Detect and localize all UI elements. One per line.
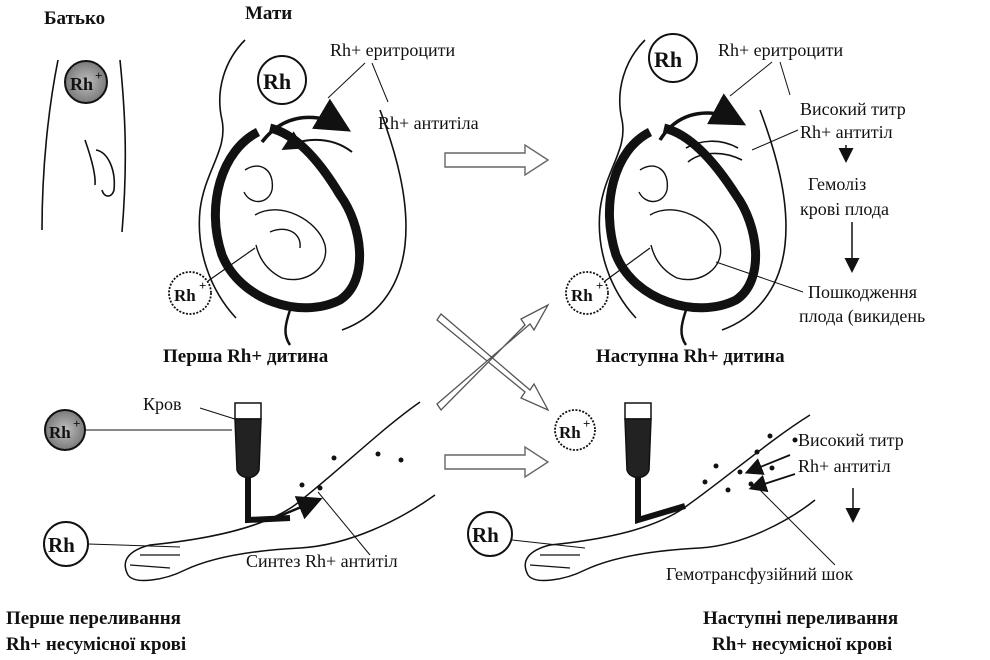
svg-text:Rh: Rh: [571, 286, 593, 305]
first-child-label: Перша Rh+ дитина: [163, 346, 329, 367]
right-shock-label: Гемотрансфузійний шок: [666, 564, 853, 584]
right-rbc-flow-arrow: [660, 113, 740, 140]
right-hemolysis-2: крові плода: [800, 199, 889, 219]
right-hemolysis-1: Гемоліз: [808, 174, 866, 194]
svg-text:Rh: Rh: [174, 286, 196, 305]
svg-text:Rh: Rh: [263, 69, 291, 94]
svg-text:Rh: Rh: [48, 533, 75, 557]
mother-right-figure: [599, 40, 786, 345]
mother-right-rh-neg-badge: Rh: [649, 34, 697, 82]
footer-left-line-2: Rh+ несумісної крові: [6, 634, 186, 655]
right-trans-high-titer-2: Rh+ антитіл: [798, 456, 891, 476]
svg-text:Rh: Rh: [472, 523, 499, 547]
left-synthesis-label: Синтез Rh+ антитіл: [246, 551, 398, 571]
svg-text:Rh: Rh: [49, 423, 71, 442]
right-blood-bag-icon: [625, 403, 685, 520]
next-child-label: Наступна Rh+ дитина: [596, 346, 785, 367]
father-label: Батько: [44, 8, 105, 29]
svg-text:+: +: [73, 416, 80, 431]
right-transfusion-rh-neg-badge: Rh: [468, 512, 512, 556]
svg-text:Rh: Rh: [70, 74, 93, 94]
left-synthesis-arrow: [270, 500, 318, 520]
mother-label: Мати: [245, 3, 292, 24]
right-damage-1: Пошкодження: [808, 282, 917, 302]
right-transfusion-rh-pos-badge: Rh +: [555, 410, 595, 450]
cross-arrows: [437, 305, 548, 410]
father-rh-badge: Rh +: [65, 61, 107, 103]
svg-text:+: +: [583, 416, 590, 431]
right-rbc-label: Rh+ еритроцити: [718, 40, 843, 60]
svg-text:+: +: [596, 278, 603, 293]
right-antibody-arrow-1: [748, 455, 790, 472]
right-trans-high-titer-1: Високий титр: [798, 430, 904, 450]
left-rbc-label: Rh+ еритроцити: [330, 40, 455, 60]
svg-text:+: +: [95, 68, 102, 83]
right-high-titer-1: Високий титр: [800, 99, 906, 119]
left-transfusion-rh-neg-badge: Rh: [44, 522, 88, 566]
svg-text:Rh: Rh: [559, 423, 581, 442]
left-rbc-flow-arrow: [262, 117, 345, 142]
left-transfusion-rh-pos-badge: Rh +: [45, 410, 85, 450]
mother-left-rh-neg-badge: Rh: [258, 56, 306, 104]
bottom-transition-arrow: [445, 447, 548, 477]
top-transition-arrow: [445, 145, 548, 175]
footer-left-line-1: Перше переливання: [6, 608, 181, 629]
svg-text:+: +: [199, 278, 206, 293]
right-damage-2: плода (викидень: [799, 306, 925, 327]
right-high-titer-2: Rh+ антитіл: [800, 122, 893, 142]
right-antibody-arrow-2: [752, 474, 795, 488]
footer-right-line-2: Rh+ несумісної крові: [712, 634, 892, 655]
left-blood-bag-icon: [235, 403, 290, 520]
footer-right-line-1: Наступні переливання: [703, 608, 898, 629]
left-antibody-label: Rh+ антитіла: [378, 113, 479, 133]
left-blood-label: Кров: [143, 394, 182, 414]
svg-text:Rh: Rh: [654, 47, 682, 72]
